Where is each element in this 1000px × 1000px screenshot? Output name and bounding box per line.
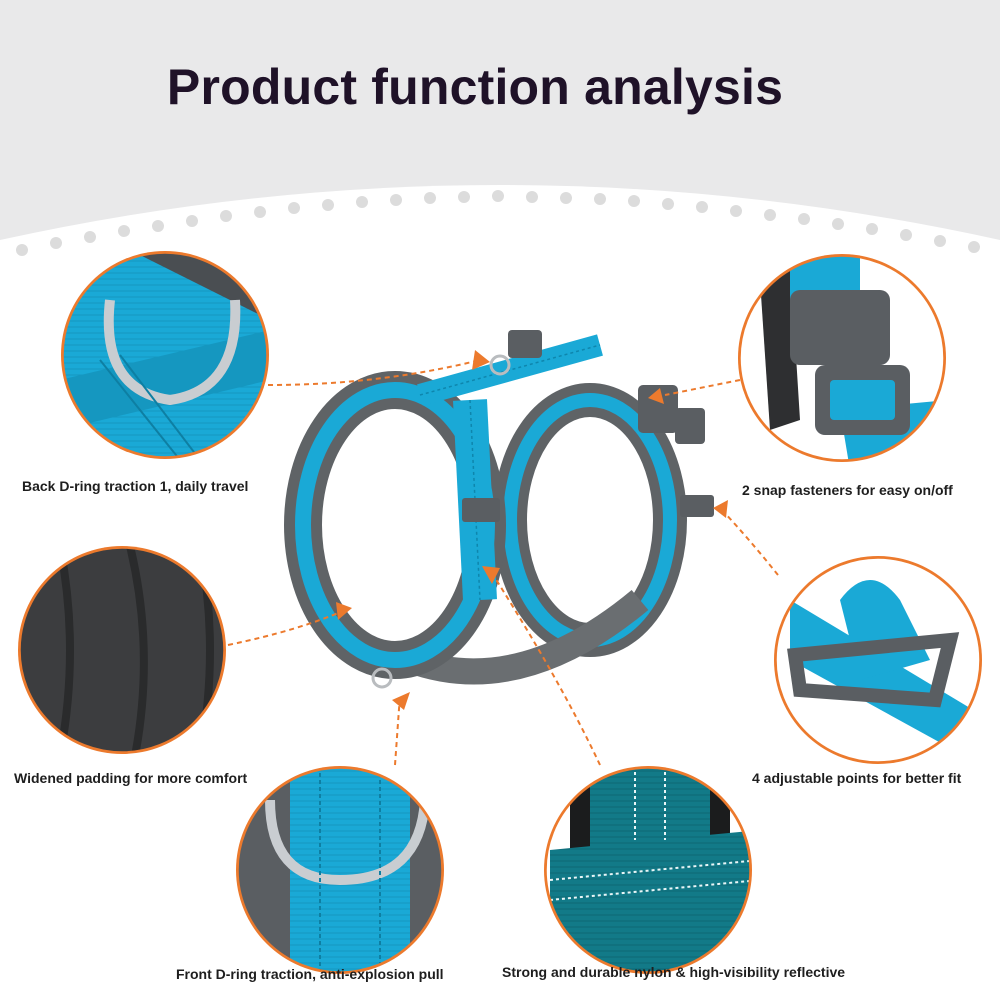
arrow-heads: [336, 350, 728, 710]
arrow-icon: [336, 602, 352, 620]
back-ring-icon: [489, 354, 511, 376]
leader-lines: [227, 359, 779, 766]
caption-adjustable-points: 4 adjustable points for better fit: [752, 770, 962, 786]
caption-back-d-ring: Back D-ring traction 1, daily travel: [22, 478, 249, 494]
caption-padding: Widened padding for more comfort: [14, 770, 248, 786]
dot-row: [16, 190, 980, 256]
arrow-icon: [713, 500, 728, 518]
arrow-icon: [482, 566, 500, 584]
caption-snap-fasteners: 2 snap fasteners for easy on/off: [742, 482, 953, 498]
caption-nylon: Strong and durable nylon & high-visibili…: [502, 964, 846, 980]
front-ring-icon: [371, 667, 393, 689]
callout-image-front-d-ring: [236, 766, 444, 974]
page-title: Product function analysis: [166, 59, 784, 115]
callout-image-adjustable-points: [774, 556, 982, 764]
caption-front-d-ring: Front D-ring traction, anti-explosion pu…: [176, 966, 444, 982]
arrow-icon: [472, 350, 490, 370]
callout-image-nylon: [544, 766, 752, 974]
buckle-icon: [638, 385, 678, 433]
callout-image-padding: [18, 546, 226, 754]
callout-image-snap-fasteners: [738, 254, 946, 462]
harness-main-image: [284, 330, 714, 689]
arrow-icon: [392, 692, 410, 710]
arrow-icon: [648, 388, 664, 404]
callout-image-back-d-ring: [61, 251, 269, 459]
